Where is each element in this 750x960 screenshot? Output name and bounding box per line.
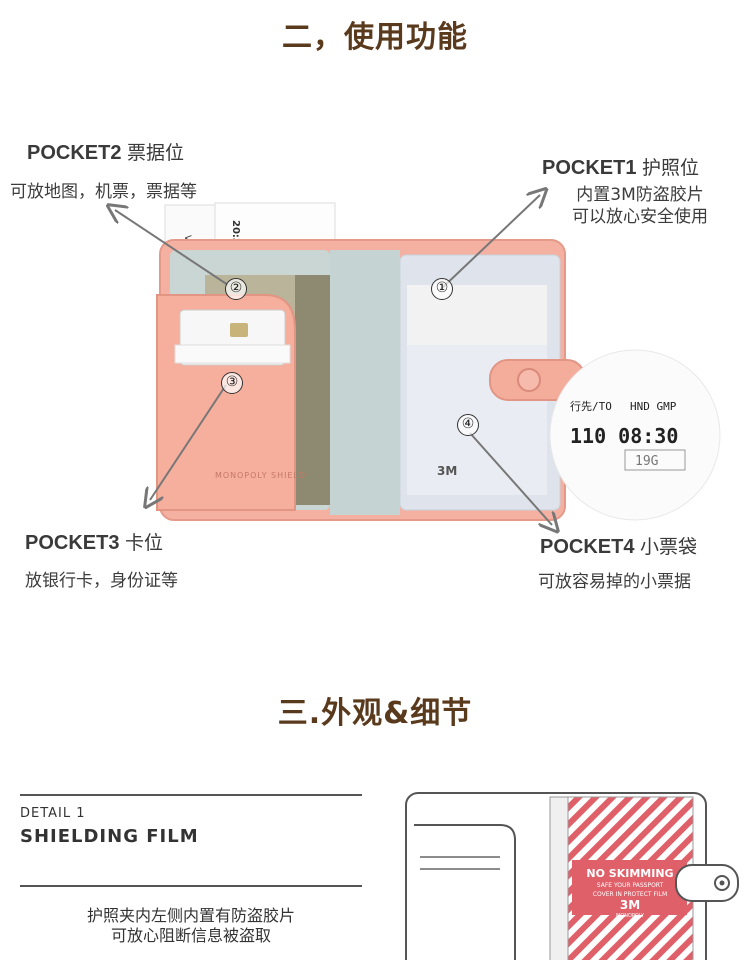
pocket3-cn-label: 卡位 bbox=[125, 532, 164, 554]
pocket4-desc: 可放容易掉的小票据 bbox=[538, 572, 691, 592]
svg-text:行先/TO: 行先/TO bbox=[570, 400, 612, 413]
detail-caption: 护照夹内左侧内置有防盗胶片 可放心阻断信息被盗取 bbox=[20, 906, 362, 946]
marker-2: ② bbox=[225, 278, 247, 300]
marker-4: ④ bbox=[457, 414, 479, 436]
film-text-5: MONOPOLY bbox=[616, 913, 645, 919]
detail-title: SHIELDING FILM bbox=[20, 826, 199, 847]
detail-caption-line1: 护照夹内左侧内置有防盗胶片 bbox=[86, 906, 295, 925]
pointer-arrows bbox=[0, 0, 750, 600]
film-text-4: 3M bbox=[620, 898, 640, 912]
svg-text:3M: 3M bbox=[437, 464, 457, 478]
pocket2-label: POCKET2 bbox=[27, 142, 122, 164]
svg-text:110 08:30: 110 08:30 bbox=[570, 424, 678, 448]
detail-caption-line2: 可放心阻断信息被盗取 bbox=[110, 926, 271, 945]
pocket2-desc: 可放地图，机票，票据等 bbox=[10, 182, 197, 202]
film-text-3: COVER IN PROTECT FILM bbox=[593, 891, 667, 898]
detail-bottom-rule bbox=[20, 885, 362, 887]
pocket1-label: POCKET1 bbox=[542, 157, 637, 179]
pocket1-cn-label: 护照位 bbox=[642, 157, 700, 179]
pocket4-label: POCKET4 bbox=[540, 536, 635, 558]
detail-label: DETAIL 1 bbox=[20, 806, 86, 821]
section-title-details: 三.外观&细节 bbox=[277, 696, 473, 731]
pocket3-desc: 放银行卡，身份证等 bbox=[25, 571, 178, 591]
detail-top-rule bbox=[20, 794, 362, 796]
marker-3: ③ bbox=[221, 372, 243, 394]
pocket3-label: POCKET3 bbox=[25, 532, 120, 554]
marker-1: ① bbox=[431, 278, 453, 300]
svg-text:HND GMP: HND GMP bbox=[630, 400, 677, 413]
pocket2-title: POCKET2 票据位 bbox=[27, 138, 184, 165]
pocket1-desc-line1: 内置3M防盗胶片 bbox=[576, 185, 704, 205]
section-title: 二，使用功能 bbox=[282, 20, 468, 55]
film-text-1: NO SKIMMING bbox=[586, 867, 673, 880]
film-text-2: SAFE YOUR PASSPORT bbox=[597, 882, 664, 889]
pocket1-desc-line2: 可以放心安全使用 bbox=[572, 207, 708, 227]
pocket3-title: POCKET3 卡位 bbox=[25, 528, 163, 555]
pocket1-title: POCKET1 护照位 bbox=[542, 153, 699, 180]
shielding-film-drawing: NO SKIMMING SAFE YOUR PASSPORT COVER IN … bbox=[405, 792, 739, 960]
pocket1-desc: 内置3M防盗胶片 可以放心安全使用 bbox=[545, 184, 735, 228]
svg-text:19G: 19G bbox=[635, 454, 659, 469]
svg-text:MONOPOLY SHIELD: MONOPOLY SHIELD bbox=[215, 471, 305, 480]
pocket2-cn-label: 票据位 bbox=[127, 142, 185, 164]
pocket4-title: POCKET4 小票袋 bbox=[540, 532, 697, 559]
pocket4-cn-label: 小票袋 bbox=[640, 536, 698, 558]
svg-text:20:30: 20:30 bbox=[230, 220, 241, 252]
